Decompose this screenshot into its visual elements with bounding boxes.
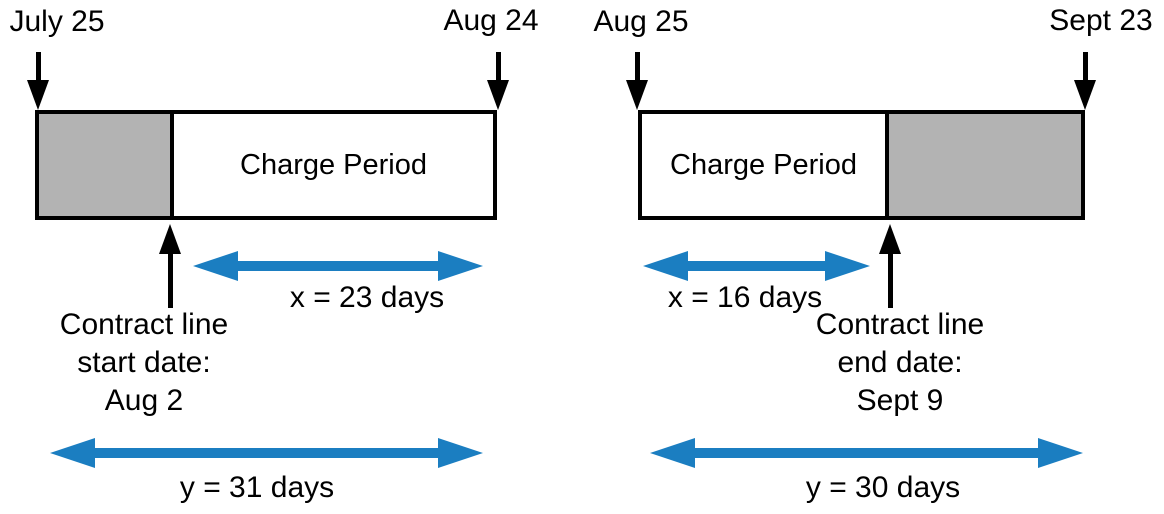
contract-note: Contract line end date: Sept 9 [770,306,1030,420]
period-start-date-label: Aug 25 [593,5,689,38]
arrow-shaft [634,52,640,80]
up-arrow-icon [879,224,901,308]
timeline-bar: Charge Period [35,110,497,220]
arrow-head [1038,438,1083,468]
down-arrow-icon [1074,52,1096,110]
down-arrow-icon [487,52,509,110]
arrow-head [825,251,870,281]
arrow-shaft [35,52,41,80]
shaded-before-segment [39,114,170,216]
arrow-head [438,438,483,468]
arrow-shaft [695,448,1038,458]
arrow-head [27,80,49,110]
arrow-shaft [688,261,825,271]
period-start-date-label: July 25 [9,5,105,38]
y-span-label: y = 30 days [805,471,961,504]
arrow-head [643,251,688,281]
arrow-shaft [95,448,438,458]
y-span-arrow [50,438,483,468]
period-end-date-label: Sept 23 [1049,4,1153,37]
charge-period-label: Charge Period [240,148,427,181]
contract-note: Contract line start date: Aug 2 [14,306,274,420]
arrow-head [487,80,509,110]
arrow-head [650,438,695,468]
arrow-head [159,224,181,254]
arrow-head [1074,80,1096,110]
arrow-shaft [495,52,501,80]
contract-note-line: Aug 2 [104,384,184,417]
charge-period-segment: Charge Period [170,114,493,216]
contract-note-line: Contract line [815,308,985,341]
arrow-shaft [1082,52,1088,80]
timeline-bar: Charge Period [638,110,1085,220]
x-span-label: x = 23 days [289,281,445,314]
contract-note-line: end date: [837,346,963,379]
arrow-shaft [167,254,173,308]
charge-period-label: Charge Period [670,148,857,181]
charge-period-segment: Charge Period [642,114,885,216]
arrow-shaft [887,254,893,308]
x-span-arrow [193,251,483,281]
arrow-shaft [238,261,438,271]
x-span-label: x = 16 days [667,281,823,314]
arrow-head [193,251,238,281]
arrow-head [438,251,483,281]
up-arrow-icon [159,224,181,308]
contract-note-line: Sept 9 [856,384,944,417]
y-span-arrow [650,438,1083,468]
y-span-label: y = 31 days [179,471,335,504]
x-span-arrow [643,251,870,281]
arrow-head [879,224,901,254]
down-arrow-icon [27,52,49,110]
shaded-after-segment [885,114,1081,216]
arrow-head [626,80,648,110]
down-arrow-icon [626,52,648,110]
contract-note-line: Contract line [59,308,229,341]
period-end-date-label: Aug 24 [443,4,539,37]
arrow-head [50,438,95,468]
contract-note-line: start date: [77,346,211,379]
